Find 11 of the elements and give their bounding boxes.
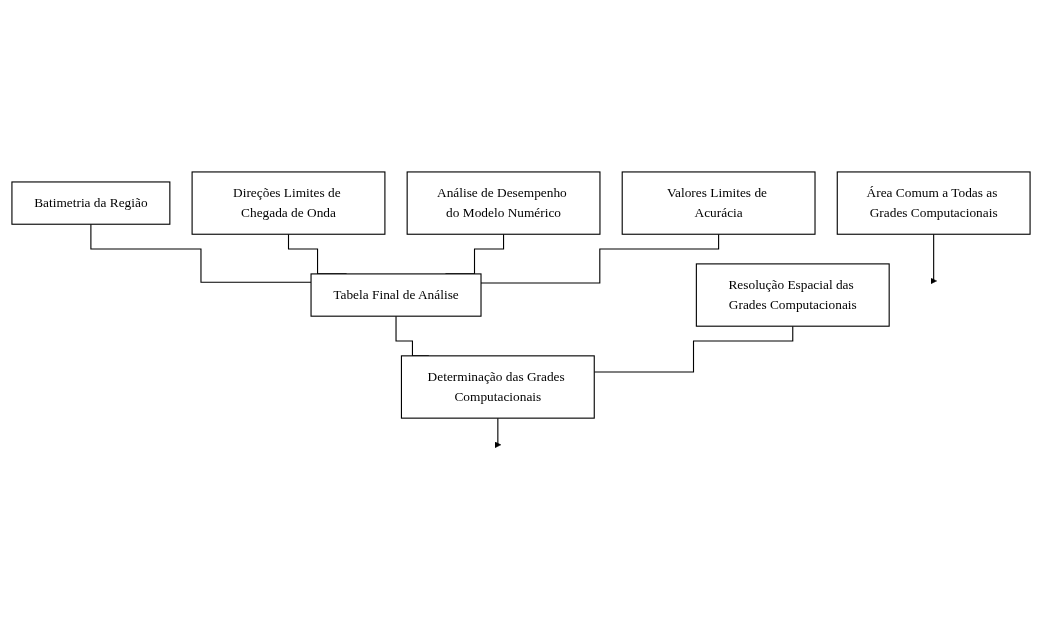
node-box: Direções Limites de Chegada de Onda <box>191 170 385 235</box>
node-box: Resolução Espacial das Grades Computacionais <box>695 262 890 327</box>
node-box: Batimetria da Região <box>10 180 170 225</box>
connector <box>593 325 793 373</box>
node-box: Tabela Final de Análise <box>310 272 482 317</box>
node-box: Valores Limites de Acurácia <box>621 170 816 235</box>
arrow <box>494 417 501 448</box>
node-box: Área Comum a Todas as Grades Computacionais <box>836 170 1031 235</box>
node-box: Análise de Desempenho do Modelo Numérico <box>406 170 600 235</box>
arrow <box>929 233 937 284</box>
node-box: Determinação das Grades Computacionais <box>400 354 595 419</box>
